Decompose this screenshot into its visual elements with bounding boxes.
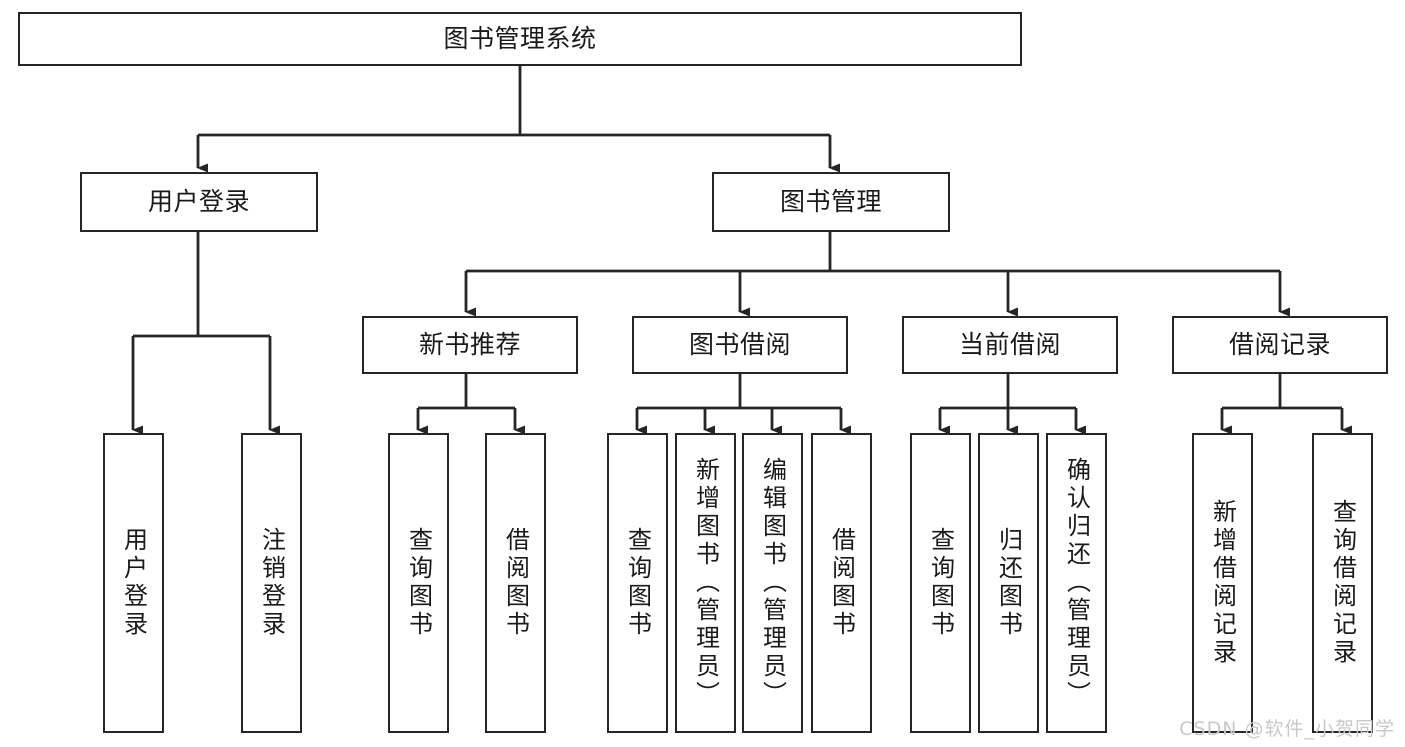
node-current-borrow-label: 当前借阅 <box>958 330 1061 360</box>
leaf-return-book-label: 归还图书 <box>994 527 1023 639</box>
node-user-login-label: 用户登录 <box>147 187 250 217</box>
node-root[interactable]: 图书管理系统 <box>18 12 1022 66</box>
leaf-confirm-return-admin-label: 确认归还（管理员） <box>1062 457 1091 709</box>
leaf-add-book-admin-label: 新增图书（管理员） <box>691 457 720 709</box>
node-borrow-record[interactable]: 借阅记录 <box>1172 316 1388 374</box>
leaf-add-borrow-record-label: 新增借阅记录 <box>1208 499 1237 667</box>
leaf-borrow-book-newbook[interactable]: 借阅图书 <box>485 433 546 733</box>
leaf-user-login[interactable]: 用户登录 <box>103 433 164 733</box>
leaf-query-book-borrow[interactable]: 查询图书 <box>607 433 668 733</box>
leaf-query-book-newbook[interactable]: 查询图书 <box>388 433 449 733</box>
leaf-borrow-book-newbook-label: 借阅图书 <box>501 527 530 639</box>
leaf-query-book-current[interactable]: 查询图书 <box>910 433 971 733</box>
leaf-logout[interactable]: 注销登录 <box>241 433 302 733</box>
node-borrow-record-label: 借阅记录 <box>1228 330 1331 360</box>
leaf-borrow-book-label: 借阅图书 <box>827 527 856 639</box>
node-user-login[interactable]: 用户登录 <box>80 172 318 232</box>
leaf-query-borrow-record[interactable]: 查询借阅记录 <box>1312 433 1373 733</box>
leaf-user-login-label: 用户登录 <box>119 527 148 639</box>
leaf-edit-book-admin[interactable]: 编辑图书（管理员） <box>742 433 803 733</box>
leaf-confirm-return-admin[interactable]: 确认归还（管理员） <box>1046 433 1107 733</box>
leaf-query-borrow-record-label: 查询借阅记录 <box>1328 499 1357 667</box>
leaf-add-borrow-record[interactable]: 新增借阅记录 <box>1192 433 1253 733</box>
node-new-book-recommend[interactable]: 新书推荐 <box>362 316 578 374</box>
csdn-watermark: CSDN @软件_小贺同学 <box>1179 718 1395 740</box>
leaf-return-book[interactable]: 归还图书 <box>978 433 1039 733</box>
node-book-borrow-label: 图书借阅 <box>688 330 791 360</box>
node-new-book-recommend-label: 新书推荐 <box>418 330 521 360</box>
leaf-logout-label: 注销登录 <box>257 527 286 639</box>
node-current-borrow[interactable]: 当前借阅 <box>902 316 1118 374</box>
leaf-edit-book-admin-label: 编辑图书（管理员） <box>758 457 787 709</box>
leaf-query-book-newbook-label: 查询图书 <box>404 527 433 639</box>
node-root-label: 图书管理系统 <box>443 24 597 54</box>
node-book-management-label: 图书管理 <box>779 187 882 217</box>
node-book-borrow[interactable]: 图书借阅 <box>632 316 848 374</box>
node-book-management[interactable]: 图书管理 <box>712 172 950 232</box>
leaf-add-book-admin[interactable]: 新增图书（管理员） <box>675 433 736 733</box>
leaf-query-book-current-label: 查询图书 <box>926 527 955 639</box>
leaf-query-book-borrow-label: 查询图书 <box>623 527 652 639</box>
leaf-borrow-book[interactable]: 借阅图书 <box>811 433 872 733</box>
